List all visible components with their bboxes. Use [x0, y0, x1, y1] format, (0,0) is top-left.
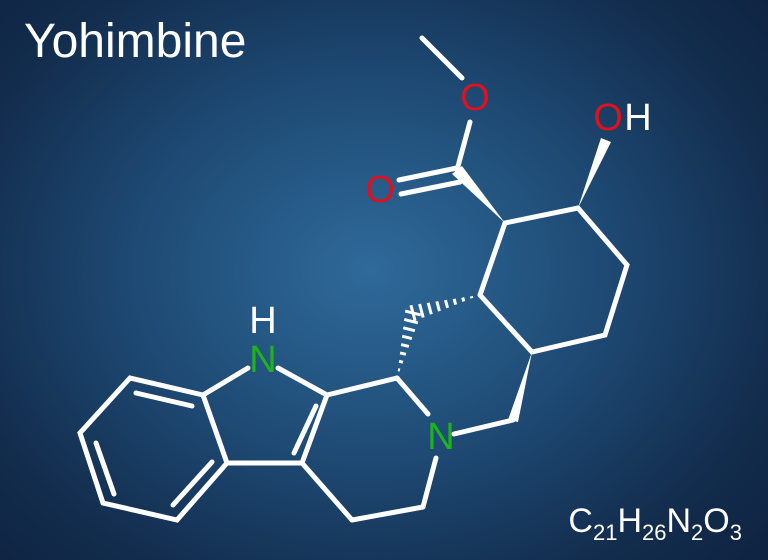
wedge-bond — [578, 138, 611, 208]
oxygen-label: O — [593, 97, 623, 139]
nitrogen-label: N — [427, 416, 454, 458]
hash-stroke — [404, 309, 422, 317]
hash-stroke — [469, 295, 474, 299]
atom-labels: N H N O O O H — [249, 77, 651, 458]
oxygen-label: O — [460, 77, 490, 119]
formula-element: C — [568, 502, 593, 540]
bond — [299, 392, 330, 466]
bond — [324, 375, 400, 398]
formula-subscript: 2 — [691, 520, 704, 545]
hash-stroke — [444, 299, 449, 309]
benzene-double-bond — [170, 459, 215, 508]
formula-subscript: 3 — [729, 520, 742, 545]
hashed-bond — [397, 309, 422, 372]
oxygen-label: O — [365, 169, 395, 211]
bonds — [77, 35, 630, 523]
hashed-bond — [409, 295, 474, 322]
bond — [419, 35, 465, 81]
bond — [394, 375, 431, 417]
hash-stroke — [461, 297, 466, 302]
bond — [454, 119, 473, 173]
formula-element: N — [666, 502, 692, 540]
hash-stroke — [418, 303, 425, 318]
bond — [420, 455, 439, 510]
hash-stroke — [452, 298, 458, 306]
hash-stroke — [399, 351, 407, 356]
bond — [349, 504, 426, 523]
bond — [200, 365, 251, 398]
hash-stroke — [426, 302, 433, 315]
hash-stroke — [402, 326, 416, 333]
nitrogen-label: N — [249, 339, 276, 381]
hydrogen-label: H — [249, 300, 276, 342]
benzene-double-bond — [133, 390, 195, 409]
formula-element: H — [617, 502, 642, 540]
bond — [451, 417, 516, 437]
bond — [299, 460, 355, 523]
bond — [275, 365, 330, 398]
formula-subscript: 26 — [642, 520, 667, 545]
molecular-formula: C21H26N2O3 — [568, 502, 742, 546]
hash-stroke — [400, 343, 410, 348]
hydrogen-label: H — [624, 97, 651, 139]
stereo-bonds — [397, 138, 611, 422]
pyrrole-double-bond — [291, 403, 319, 456]
hash-stroke — [435, 301, 441, 312]
hash-stroke — [403, 317, 419, 325]
hash-stroke — [398, 359, 404, 364]
carbonyl-double-bond — [398, 179, 463, 197]
wedge-bond — [452, 166, 505, 223]
benzene-double-bond — [93, 440, 117, 497]
ring-e — [477, 205, 630, 355]
formula-subscript: 21 — [592, 520, 618, 545]
compound-title: Yohimbine — [24, 15, 247, 68]
carbonyl-double-bond — [396, 165, 460, 183]
hash-stroke — [401, 334, 413, 341]
wedge-bond — [508, 352, 532, 422]
formula-element: O — [703, 502, 730, 540]
